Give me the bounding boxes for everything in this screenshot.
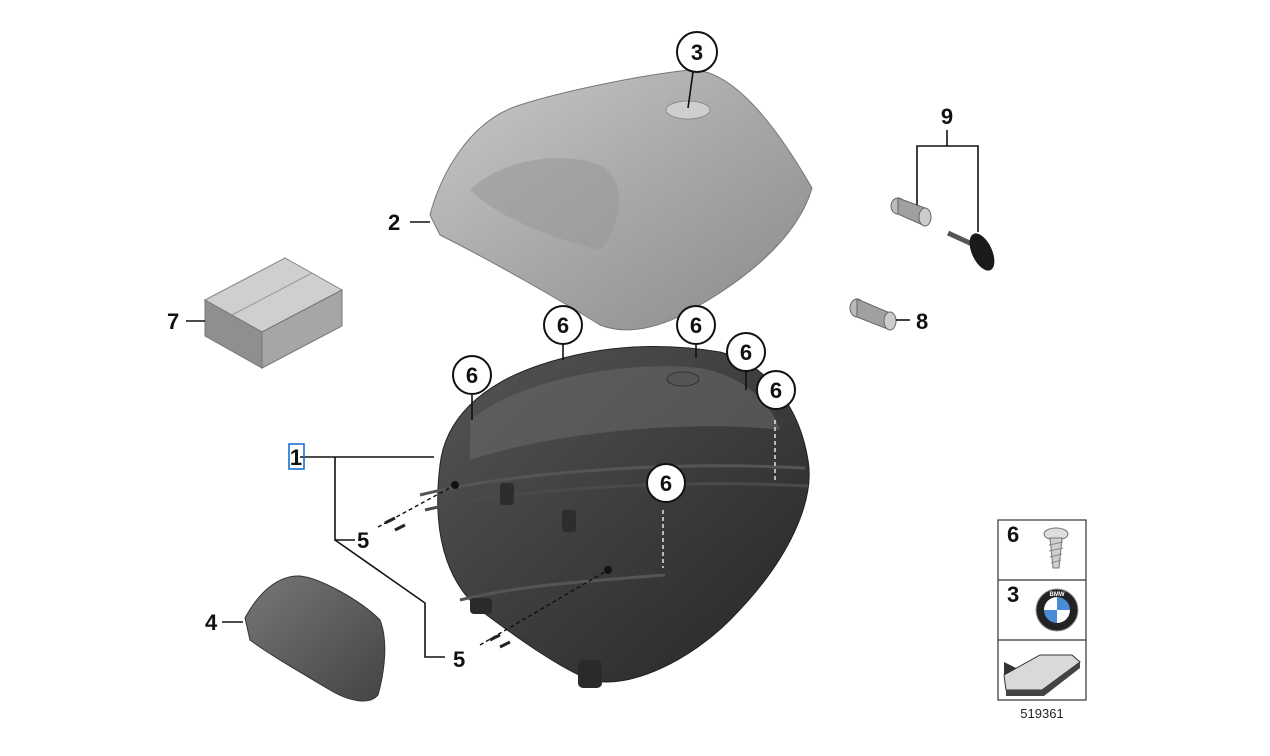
callout-7: 7 [167,309,179,334]
diagram-reference-number: 519361 [1020,706,1063,721]
callout-6-c: 6 [690,313,702,338]
top-case-body [419,345,810,688]
callout-6-b: 6 [466,363,478,388]
top-lid [429,69,813,331]
callout-3: 3 [691,40,703,65]
callout-6-d: 6 [740,340,752,365]
callout-8: 8 [916,309,928,334]
roundel-text: BMW [1050,592,1065,598]
callout-1: 1 [290,445,302,470]
callout-6-f: 6 [660,471,672,496]
key [946,230,995,271]
callout-9: 9 [941,104,953,129]
callout-6-e: 6 [770,378,782,403]
screw-leaders [377,420,776,649]
backrest-pad [244,575,386,702]
legend-screw-number: 6 [1007,522,1019,547]
bmw-roundel-icon: BMW [1035,588,1079,632]
direction-arrow-icon [1003,654,1081,696]
parts-legend: 6 3 BMW [997,519,1087,701]
lock-cylinder-9 [890,197,932,227]
callout-6-a: 6 [557,313,569,338]
screw-icon [1043,527,1069,569]
lock-cylinder-8 [849,298,897,331]
callout-5-lower: 5 [453,647,465,672]
leader-lines [186,71,979,658]
legend-emblem-number: 3 [1007,582,1019,607]
inner-bag [203,257,344,369]
callout-4: 4 [205,610,218,635]
callout-5-upper: 5 [357,528,369,553]
callout-2: 2 [388,210,400,235]
